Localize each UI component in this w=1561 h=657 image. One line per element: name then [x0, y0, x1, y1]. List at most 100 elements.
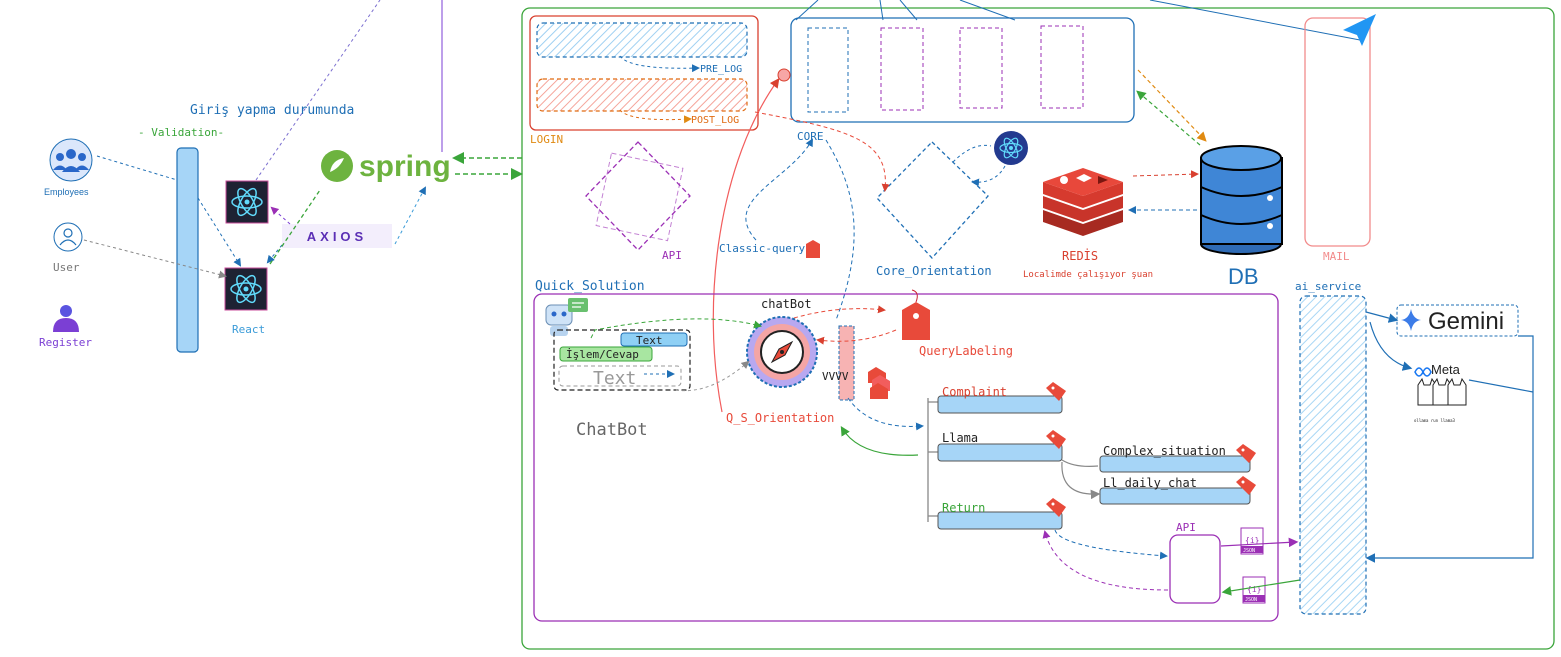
spring-label: spring — [359, 150, 451, 183]
spring-icon — [321, 150, 353, 182]
complex-situation-label: Complex_situation — [1103, 444, 1226, 458]
quick-api-box — [1169, 534, 1221, 604]
tags-cluster-icon — [868, 367, 890, 399]
chat-text-1: Text — [636, 334, 663, 347]
llama-branch-lines — [1061, 459, 1098, 494]
meta-icon — [1414, 367, 1432, 377]
chatbot-to-labeling-line — [793, 305, 886, 319]
bot-icon — [545, 298, 588, 336]
db-label: DB — [1228, 264, 1259, 289]
core-to-db-line — [1137, 69, 1207, 142]
react-bottom-icon — [224, 267, 268, 311]
orientation-to-login-line — [712, 78, 780, 413]
tag-icon — [902, 289, 930, 340]
classic-query-line — [745, 138, 813, 241]
pre-log-label: PRE_LOG — [700, 64, 742, 75]
database-icon — [1200, 145, 1283, 255]
compass-icon — [746, 316, 818, 388]
post-log-arrow — [619, 109, 692, 124]
models-return-line — [1365, 335, 1534, 563]
mail-box — [1304, 17, 1371, 247]
redis-icon — [1043, 168, 1123, 236]
pre-log-box — [536, 22, 748, 58]
core-module-3 — [959, 27, 1003, 109]
complaint-label: Complaint — [942, 385, 1007, 399]
core-module-4 — [1040, 25, 1084, 109]
login-to-core-orient-line — [754, 111, 890, 192]
ai-service-label: ai_service — [1295, 280, 1361, 293]
axios-to-react-line — [270, 206, 291, 225]
validation-to-react-line — [197, 197, 242, 267]
qs-orientation-label: Q_S_Orientation — [726, 411, 834, 425]
json-out-icon: {i} — [1240, 527, 1264, 555]
return-to-api-line — [1054, 529, 1168, 560]
ai-to-gemini-line — [1365, 311, 1399, 323]
branch-links — [928, 401, 938, 517]
meta-label: Meta — [1431, 362, 1461, 377]
chat-answer-bubble — [559, 346, 653, 362]
json-in-icon: {i} — [1242, 576, 1266, 604]
user-to-react-line — [83, 239, 227, 279]
post-log-label: POST_LOG — [691, 115, 739, 126]
gemini-box — [1396, 304, 1519, 337]
employees-label: Employees — [44, 187, 89, 197]
login-title: Giriş yapma durumunda — [190, 103, 354, 118]
api-to-ai-line — [1220, 537, 1299, 548]
core-box — [790, 17, 1135, 123]
redis-label: REDİS — [1062, 248, 1098, 263]
meta-return-line — [1468, 379, 1534, 393]
query-buffer-bar — [838, 325, 855, 401]
react-top-icon — [225, 180, 269, 224]
llama-to-orientation-line — [840, 425, 919, 456]
axios-box — [282, 224, 392, 248]
ai-to-meta-line — [1369, 321, 1413, 371]
vvvv-marks: VVVV — [822, 370, 849, 383]
llama-icon — [1417, 377, 1467, 406]
complex-tag-icon — [1236, 444, 1256, 463]
query-labeling-label: QueryLabeling — [919, 344, 1013, 358]
register-label: Register — [39, 336, 92, 349]
core-module-2 — [880, 27, 924, 111]
complex-situation-box — [1099, 455, 1251, 473]
complaint-box — [937, 395, 1063, 414]
return-label: Return — [942, 501, 985, 515]
core-label: CORE — [797, 130, 824, 143]
user-label: User — [53, 261, 80, 274]
login-label: LOGIN — [530, 133, 563, 146]
svg-text:{i}: {i} — [1247, 585, 1261, 594]
chat-text-bubble — [620, 332, 688, 347]
login-endpoint — [777, 68, 791, 82]
top-connector-lines — [795, 0, 1361, 41]
gemini-label: Gemini — [1428, 308, 1504, 335]
user-icon — [53, 222, 83, 252]
ai-service-box — [1299, 295, 1367, 615]
backend-container — [521, 7, 1555, 650]
login-box — [529, 15, 759, 131]
json-in-label: JSON — [1245, 597, 1257, 603]
chat-message-box — [553, 329, 691, 391]
quick-solution-label: Quick_Solution — [535, 279, 645, 294]
json-out-label: JSON — [1243, 548, 1255, 554]
react-to-spring-line — [269, 189, 321, 265]
mail-label: MAIL — [1323, 250, 1350, 263]
post-log-box — [536, 78, 748, 112]
core-orientation-label: Core_Orientation — [876, 264, 992, 278]
axios-to-react2-line — [266, 244, 283, 264]
return-tag-icon — [1046, 498, 1066, 517]
chat-text-3: Text — [593, 368, 636, 389]
ai-to-api-line — [1221, 579, 1301, 596]
gemini-icon — [1401, 309, 1421, 331]
axios-to-spring-line — [394, 186, 426, 245]
llama-label: Llama — [942, 431, 978, 445]
ollama-label: ollama run llama3 — [1414, 418, 1456, 423]
validation-bar — [176, 147, 199, 353]
send-icon — [1343, 14, 1376, 46]
react-to-top-line — [255, 0, 381, 181]
core-orient-react-line-2 — [971, 165, 1006, 187]
classic-query-label: Classic-query — [719, 242, 805, 255]
daily-chat-box — [1099, 487, 1251, 505]
redis-to-db-line — [1132, 170, 1199, 179]
core-module-1 — [807, 27, 849, 113]
complaint-tag-icon — [1046, 382, 1066, 401]
validation-label: - Validation- — [138, 126, 224, 139]
